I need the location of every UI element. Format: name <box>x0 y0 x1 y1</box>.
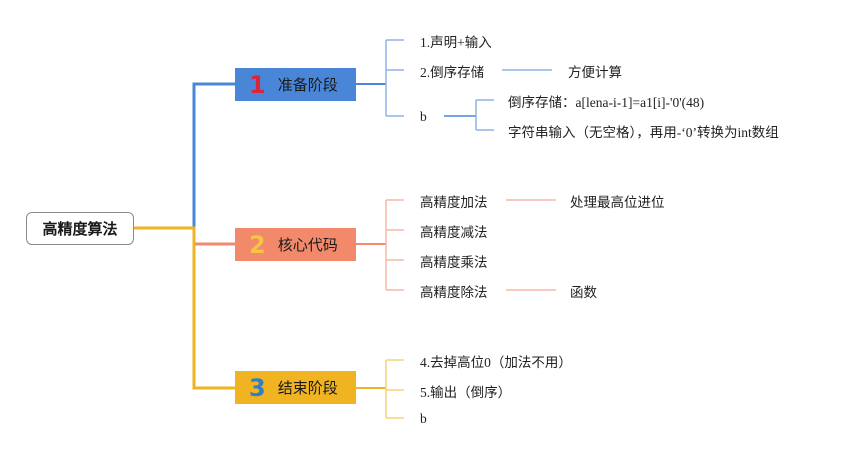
leaf-3-3[interactable]: b <box>420 411 427 426</box>
leaf-2-1[interactable]: 高精度加法 <box>420 195 488 210</box>
leaf-2-4-child[interactable]: 函数 <box>570 285 597 300</box>
leaf-2-3[interactable]: 高精度乘法 <box>420 255 488 270</box>
leaf-1-1[interactable]: 1.声明+输入 <box>420 35 492 50</box>
leaf-3-1[interactable]: 4.去掉高位0（加法不用） <box>420 355 572 370</box>
root-label: 高精度算法 <box>42 220 118 238</box>
connector-root-branch-2 <box>134 226 235 246</box>
leaf-3-2[interactable]: 5.输出（倒序） <box>420 385 512 400</box>
branch-label-2: 核心代码 <box>277 236 338 254</box>
root-node[interactable]: 高精度算法 <box>26 212 134 245</box>
branch-label-3: 结束阶段 <box>277 379 338 397</box>
leaf-2-4[interactable]: 高精度除法 <box>420 285 488 300</box>
leaf-2-1-child[interactable]: 处理最高位进位 <box>570 195 665 210</box>
branch-node-3[interactable]: 3 结束阶段 <box>235 371 356 404</box>
connector-root-branch-1 <box>134 82 235 230</box>
branch-number-2: 2 <box>249 230 266 259</box>
leaf-2-2[interactable]: 高精度减法 <box>420 225 488 240</box>
leaf-1-3-child-1[interactable]: 倒序存储：a[lena-i-1]=a1[i]-'0'(48) <box>508 95 705 110</box>
branch-node-1[interactable]: 1 准备阶段 <box>235 68 356 101</box>
branch-number-1: 1 <box>249 70 266 99</box>
leaf-1-2-child[interactable]: 方便计算 <box>568 65 622 80</box>
connector-root-branch-3 <box>134 226 235 390</box>
leaf-1-2[interactable]: 2.倒序存储 <box>420 65 485 80</box>
branch-node-2[interactable]: 2 核心代码 <box>235 228 356 261</box>
branch-number-3: 3 <box>249 373 266 402</box>
leaf-1-3-child-2[interactable]: 字符串输入（无空格），再用-‘0’转换为int数组 <box>508 125 779 140</box>
leaf-1-3[interactable]: b <box>420 109 427 124</box>
branch-label-1: 准备阶段 <box>277 76 338 94</box>
